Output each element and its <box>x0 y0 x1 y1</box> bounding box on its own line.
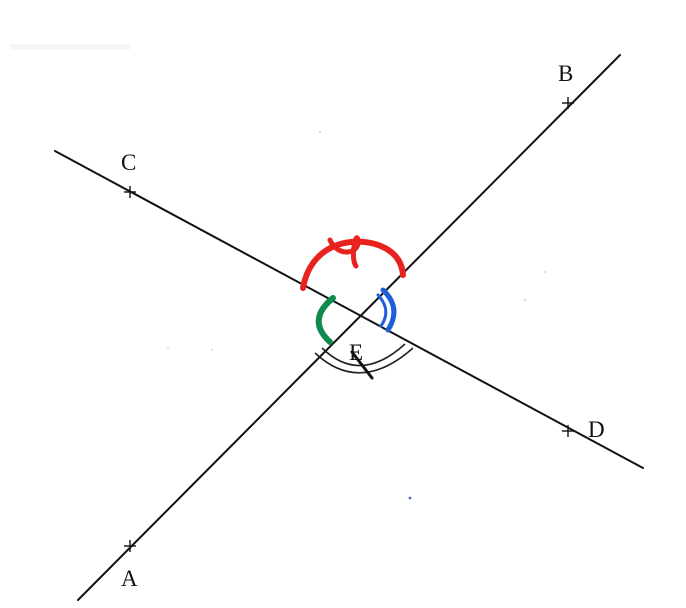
label-point-e: E <box>349 340 363 365</box>
line-ab <box>77 54 621 601</box>
angle-aed-double-arc <box>314 343 414 380</box>
angle-ceb-red-arc <box>300 235 406 291</box>
point-marker-c <box>124 186 136 198</box>
scan-artifacts <box>10 44 546 500</box>
point-marker-d <box>562 425 574 437</box>
line-cd <box>54 150 644 469</box>
angle-bed-blue-arc <box>376 287 397 333</box>
label-point-d: D <box>588 417 605 442</box>
label-point-b: B <box>558 61 573 86</box>
point-marker-b <box>562 97 574 109</box>
label-point-c: C <box>121 150 136 175</box>
label-point-a: A <box>121 566 138 591</box>
point-marker-a <box>124 540 136 552</box>
angle-cea-green-arc <box>315 295 336 345</box>
